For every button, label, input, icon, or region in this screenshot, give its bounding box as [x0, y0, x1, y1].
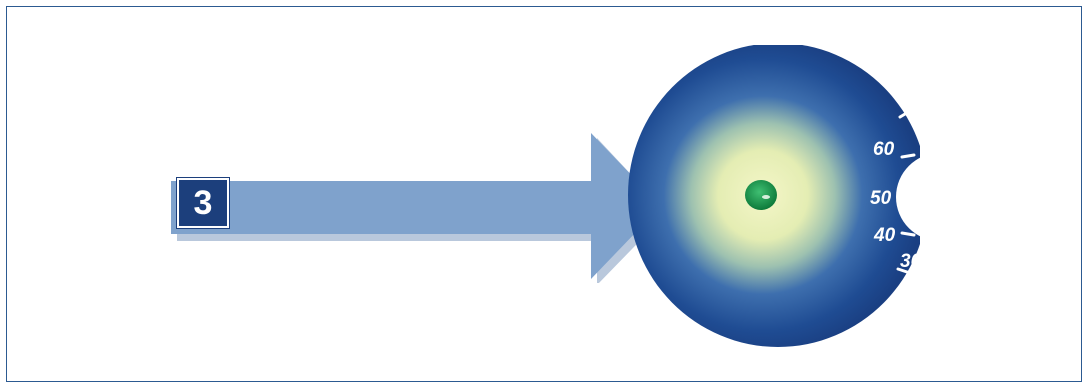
scale-tick	[902, 155, 914, 157]
center-dot	[745, 180, 777, 210]
center-dot-highlight	[762, 195, 770, 199]
step-number-badge: 3	[177, 178, 229, 228]
scale-label: 60	[873, 139, 895, 160]
arrow-shape	[171, 133, 671, 283]
scale-label: 30	[900, 251, 922, 272]
scale-label: 40	[873, 225, 896, 246]
step-number: 3	[194, 184, 213, 222]
arrow-body	[171, 133, 661, 279]
dial-graphic: 60 50 40 30	[628, 45, 948, 355]
scale-tick	[902, 233, 914, 235]
pointer-arrow	[171, 133, 671, 283]
gauge-dial: 60 50 40 30	[628, 45, 948, 355]
scale-label: 50	[870, 188, 892, 209]
